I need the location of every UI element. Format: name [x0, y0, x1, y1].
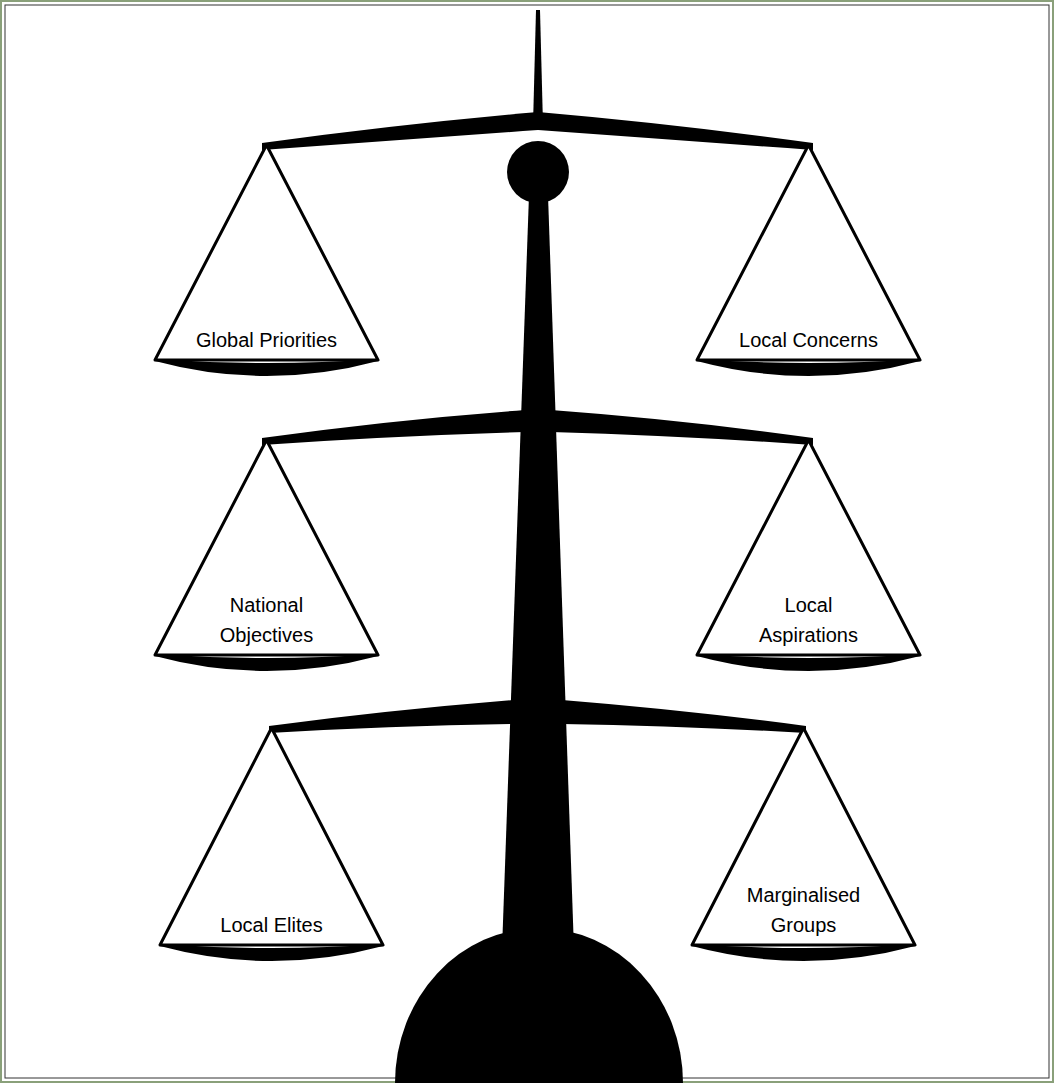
scale-beam: [538, 112, 813, 150]
scale-pan: Global Priorities: [155, 145, 378, 360]
pan-label: Local Concerns: [739, 325, 878, 355]
scale-beam: [562, 700, 806, 733]
pan-text-area: Local Elites: [160, 910, 383, 940]
pan-label: Local Aspirations: [744, 590, 874, 650]
inner-frame: [5, 5, 1049, 1078]
scale-beam: [269, 700, 514, 733]
pan-label: Local Elites: [220, 910, 322, 940]
pan-text-area: Marginalised Groups: [692, 880, 915, 940]
pan-text-area: National Objectives: [155, 590, 378, 650]
pan-text-area: Local Concerns: [697, 325, 920, 355]
scale-beam: [262, 112, 538, 150]
scale-pan: Local Aspirations: [697, 440, 920, 655]
scale-beam: [262, 410, 525, 445]
pan-label: National Objectives: [202, 590, 332, 650]
scale-beam: [551, 410, 813, 445]
scale-pan: Marginalised Groups: [692, 728, 915, 945]
scale-pan: Local Elites: [160, 728, 383, 945]
scale-base: [395, 928, 683, 1083]
scale-pan: Local Concerns: [697, 145, 920, 360]
pan-text-area: Local Aspirations: [697, 590, 920, 650]
scale-pan: National Objectives: [155, 440, 378, 655]
scale-pole: [502, 195, 574, 950]
scale-spike: [533, 10, 543, 125]
scale-pivot: [507, 141, 569, 203]
pan-label: Marginalised Groups: [729, 880, 879, 940]
pan-text-area: Global Priorities: [155, 325, 378, 355]
pan-label: Global Priorities: [196, 325, 337, 355]
